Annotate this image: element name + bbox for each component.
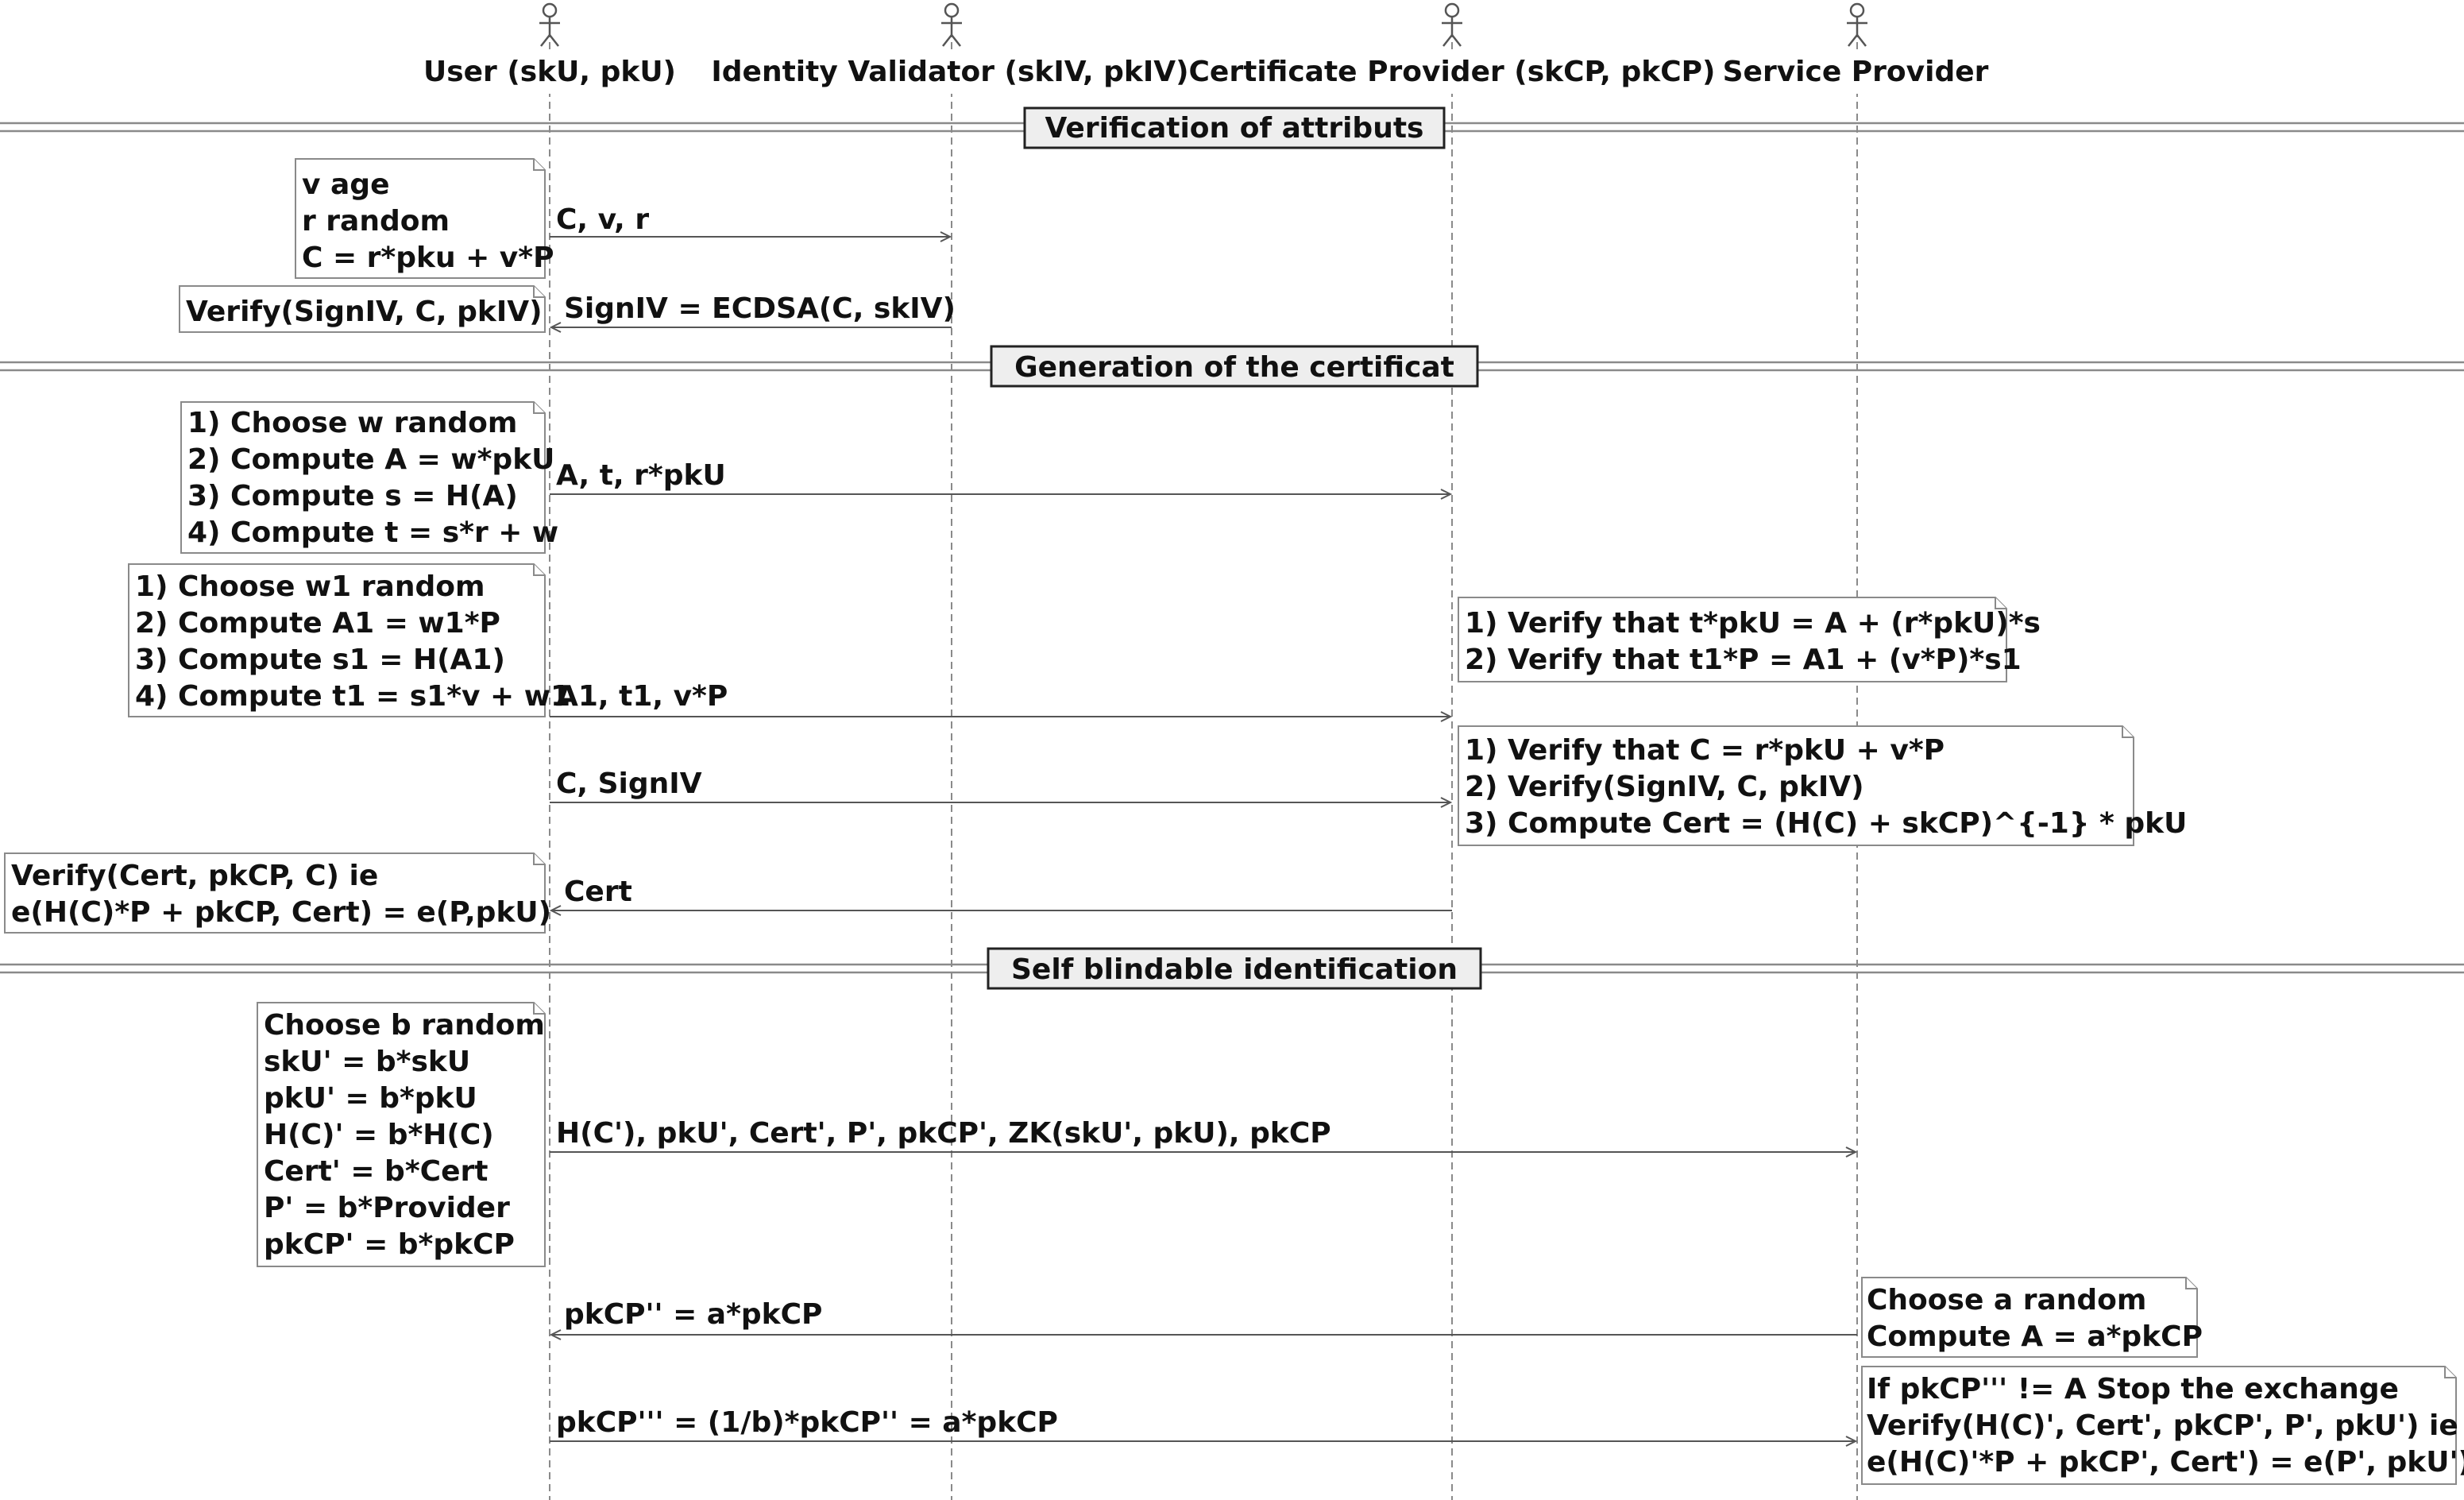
participant-certificate-provider: Certificate Provider (skCP, pkCP) [1189, 56, 1716, 88]
message-a-t-rpku-label: A, t, r*pkU [556, 459, 726, 492]
message-c-v-r: C, v, r [550, 203, 952, 242]
note-user-blinding-line: skU' = b*skU [264, 1046, 470, 1078]
certificate-provider-actor-icon [1442, 2, 1462, 47]
note-user-proof-a-line: 4) Compute t = s*r + w [187, 516, 558, 549]
note-user-blinding-line: pkCP' = b*pkCP [264, 1228, 515, 1261]
message-c-signiv-label: C, SignIV [556, 767, 702, 800]
message-c-signiv: C, SignIV [550, 767, 1453, 808]
user-actor-icon [539, 2, 560, 47]
note-user-proof-a1-line: 1) Choose w1 random [135, 570, 485, 603]
note-user-blinding-line: Choose b random [264, 1009, 545, 1042]
message-a1-t1-vp-label: A1, t1, v*P [556, 680, 728, 713]
divider-generation-label: Generation of the certificat [1014, 351, 1454, 384]
note-user-proof-a1: 1) Choose w1 random 2) Compute A1 = w1*P… [128, 563, 570, 717]
note-cp-compute-cert: 1) Verify that C = r*pkU + v*P 2) Verify… [1458, 725, 2187, 846]
message-a-t-rpku: A, t, r*pkU [550, 459, 1453, 500]
note-user-blinding-line: pkU' = b*pkU [264, 1082, 477, 1115]
note-sp-verify-line: If pkCP''' != A Stop the exchange [1867, 1373, 2399, 1405]
note-user-proof-a: 1) Choose w random 2) Compute A = w*pkU … [180, 401, 558, 554]
divider-self-blindable-label: Self blindable identification [1011, 953, 1458, 986]
note-user-proof-a-line: 3) Compute s = H(A) [187, 480, 518, 512]
note-user-blinding-line: Cert' = b*Cert [264, 1155, 488, 1188]
note-cp-compute-cert-line: 1) Verify that C = r*pkU + v*P [1465, 734, 1945, 767]
divider-generation: Generation of the certificat [0, 345, 2464, 388]
divider-self-blindable: Self blindable identification [0, 947, 2464, 990]
note-cp-verify-proofs: 1) Verify that t*pkU = A + (r*pkU)*s 2) … [1458, 597, 2041, 682]
message-blinded-credentials: H(C'), pkU', Cert', P', pkCP', ZK(skU', … [550, 1117, 1858, 1158]
message-pkcp-response: pkCP''' = (1/b)*pkCP'' = a*pkCP [550, 1406, 1858, 1447]
note-user-blinding-line: H(C)' = b*H(C) [264, 1119, 494, 1151]
note-cp-compute-cert-line: 2) Verify(SignIV, C, pkIV) [1465, 771, 1864, 803]
participant-user: User (skU, pkU) [423, 56, 676, 88]
divider-verification: Verification of attributs [0, 106, 2464, 149]
note-user-verify-cert-line: e(H(C)*P + pkCP, Cert) = e(P,pkU) [11, 896, 551, 929]
note-cp-compute-cert-line: 3) Compute Cert = (H(C) + skCP)^{-1} * p… [1465, 807, 2187, 840]
note-cp-verify-proofs-line: 1) Verify that t*pkU = A + (r*pkU)*s [1465, 607, 2041, 640]
note-verify-signiv: Verify(SignIV, C, pkIV) [179, 285, 546, 333]
note-user-proof-a-line: 1) Choose w random [187, 407, 517, 439]
note-user-proof-a1-line: 2) Compute A1 = w1*P [135, 607, 500, 640]
message-pkcp-challenge-label: pkCP'' = a*pkCP [564, 1298, 822, 1331]
message-blinded-credentials-label: H(C'), pkU', Cert', P', pkCP', ZK(skU', … [556, 1117, 1331, 1150]
note-user-proof-a-line: 2) Compute A = w*pkU [187, 443, 554, 476]
note-sp-verify-line: Verify(H(C)', Cert', pkCP', P', pkU') ie [1867, 1409, 2458, 1442]
note-user-verify-cert-line: Verify(Cert, pkCP, C) ie [11, 860, 378, 892]
note-user-verify-cert: Verify(Cert, pkCP, C) ie e(H(C)*P + pkCP… [4, 852, 551, 934]
note-commitment-line: r random [302, 205, 450, 238]
participant-service-provider: Service Provider [1723, 56, 1989, 88]
note-cp-verify-proofs-line: 2) Verify that t1*P = A1 + (v*P)*s1 [1465, 644, 2022, 676]
note-sp-verify: If pkCP''' != A Stop the exchange Verify… [1861, 1366, 2464, 1485]
service-provider-actor-icon [1847, 2, 1867, 47]
message-a1-t1-vp: A1, t1, v*P [550, 680, 1453, 722]
participant-identity-validator: Identity Validator (skIV, pkIV) [711, 56, 1188, 88]
note-user-blinding-line: P' = b*Provider [264, 1192, 510, 1224]
divider-verification-label: Verification of attributs [1045, 112, 1424, 145]
identity-validator-actor-icon [941, 2, 962, 47]
note-commitment: v age r random C = r*pku + v*P [295, 158, 554, 279]
note-commitment-line: v age [302, 168, 389, 201]
note-sp-verify-line: e(H(C)'*P + pkCP', Cert') = e(P', pkU') [1867, 1446, 2464, 1479]
note-sp-challenge-line: Compute A = a*pkCP [1867, 1320, 2203, 1353]
note-verify-signiv-line: Verify(SignIV, C, pkIV) [186, 296, 543, 328]
note-user-proof-a1-line: 3) Compute s1 = H(A1) [135, 644, 505, 676]
note-user-proof-a1-line: 4) Compute t1 = s1*v + w1 [135, 680, 570, 713]
message-cert-label: Cert [564, 876, 632, 908]
message-c-v-r-label: C, v, r [556, 203, 649, 236]
note-commitment-line: C = r*pku + v*P [302, 242, 554, 274]
note-sp-challenge: Choose a random Compute A = a*pkCP [1861, 1277, 2203, 1358]
message-pkcp-response-label: pkCP''' = (1/b)*pkCP'' = a*pkCP [556, 1406, 1058, 1439]
message-pkcp-challenge: pkCP'' = a*pkCP [549, 1298, 1857, 1340]
message-signiv-label: SignIV = ECDSA(C, skIV) [564, 292, 956, 325]
note-sp-challenge-line: Choose a random [1867, 1284, 2146, 1316]
message-cert: Cert [549, 876, 1452, 916]
note-user-blinding: Choose b random skU' = b*skU pkU' = b*pk… [257, 1002, 546, 1267]
message-signiv: SignIV = ECDSA(C, skIV) [549, 292, 956, 333]
